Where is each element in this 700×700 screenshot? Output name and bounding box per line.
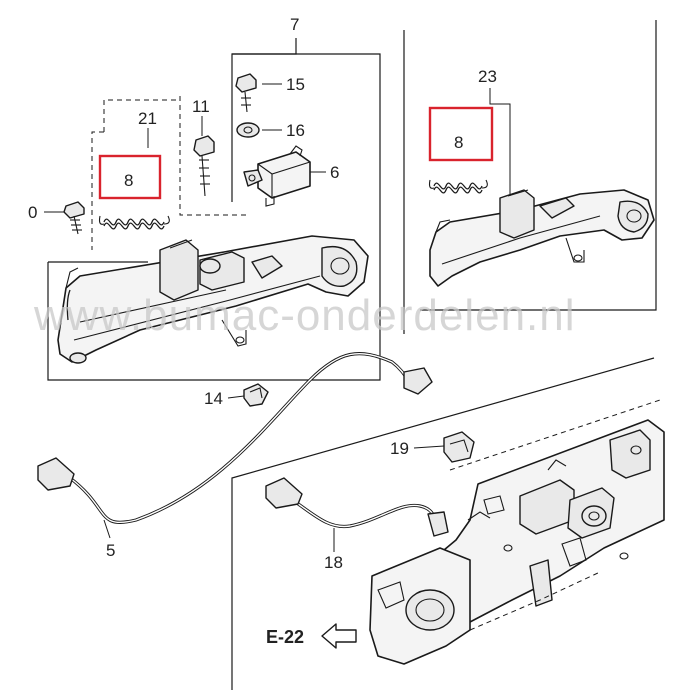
callout-8-left: 8 [124,171,133,190]
callout-8-right: 8 [454,133,463,152]
spring-8-left [98,215,170,230]
leader-lines [44,38,511,552]
cable-5 [37,352,433,525]
highlight-box-right [428,106,494,162]
control-bracket-right [429,189,655,287]
watermark-text: www.bumac-onderdelen.nl [33,291,576,340]
callout-18: 18 [324,553,343,572]
clip-19 [443,431,475,463]
callout-0: 0 [28,203,37,222]
spring-8-right [428,179,488,194]
control-bracket-left [57,235,369,364]
callout-5: 5 [106,541,115,560]
callout-19: 19 [390,439,409,458]
callout-6: 6 [330,163,339,182]
control-base-plate [369,399,665,665]
callout-16: 16 [286,121,305,140]
callout-11: 11 [192,97,210,116]
callout-14: 14 [204,389,223,408]
screw-11 [193,135,215,197]
right-panel-frame [403,20,657,334]
e22-reference: E-22 [266,627,304,647]
e22-arrow-icon [321,623,357,649]
switch-6 [243,145,311,207]
screw-15 [235,73,257,113]
clip-14 [243,383,269,407]
callout-23: 23 [478,67,497,86]
callout-7: 7 [290,15,299,34]
washer-16 [236,122,260,138]
highlight-box-left [98,154,162,200]
callout-15: 15 [286,75,305,94]
cable-18 [265,477,449,537]
callout-21: 21 [138,109,157,128]
lower-panel-frame [231,357,655,690]
bolt-0 [63,201,85,235]
group-21-frame [91,99,180,250]
